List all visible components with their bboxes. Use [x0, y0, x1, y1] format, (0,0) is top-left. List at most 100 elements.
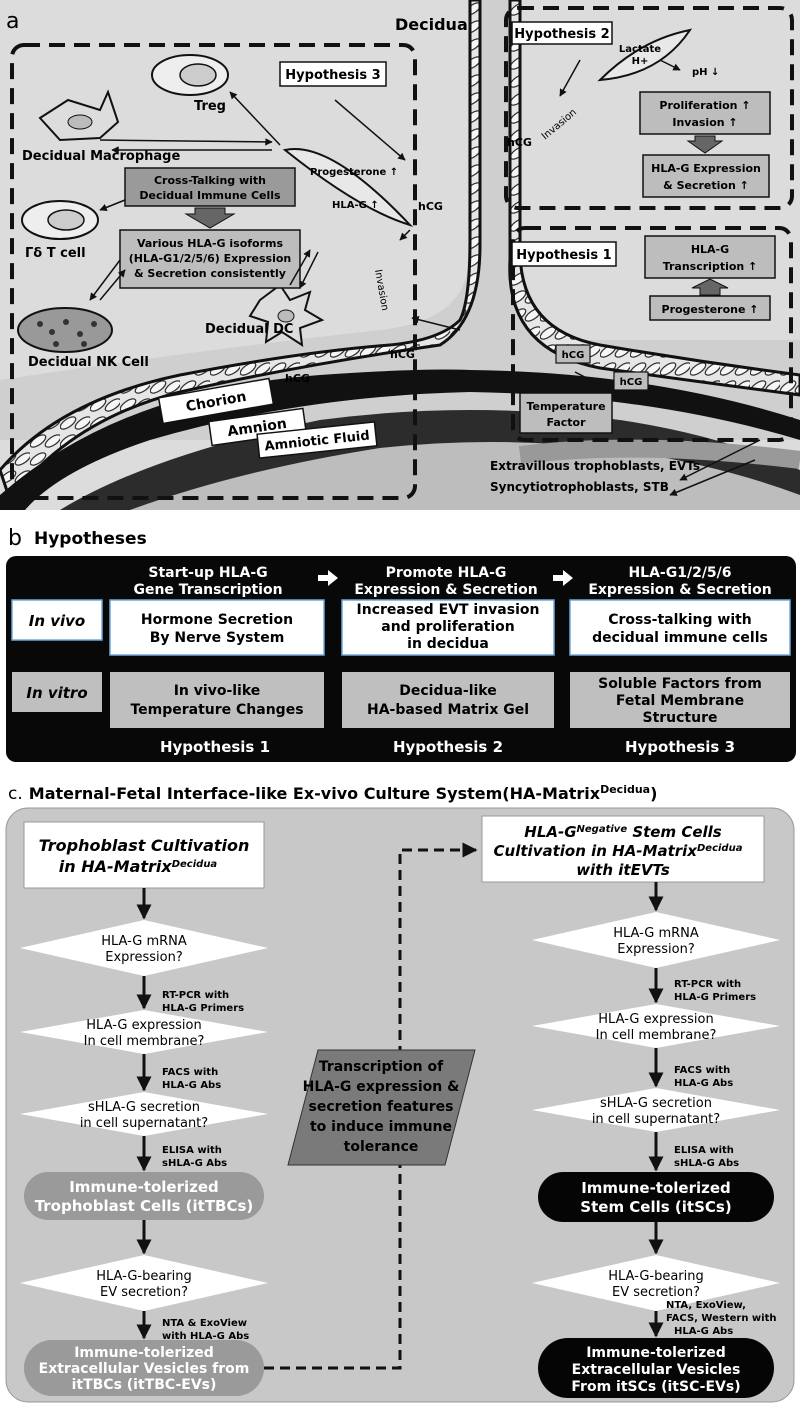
itTBC-EV-line-1: Immune-tolerized: [74, 1345, 214, 1361]
macrophage-cell: [38, 89, 120, 142]
right-m-nta-line-2: FACS, Western with: [666, 1313, 777, 1324]
temperature-line-1: Temperature: [526, 400, 605, 413]
right-q-membrane-line-1: HLA-G expression: [598, 1012, 713, 1027]
hyp2-label: Hypothesis 2: [514, 27, 609, 42]
stb-layer: [518, 439, 800, 469]
left-q-ev: [20, 1255, 268, 1311]
macrophage-label: Decidual Macrophage: [22, 149, 180, 164]
itTBC-box: [24, 1172, 264, 1220]
vitro-cell-3-line-1: Soluble Factors from: [598, 676, 762, 692]
gdt-label: Γδ T cell: [25, 246, 86, 261]
vivo-cell-1-line-2: By Nerve System: [150, 630, 285, 646]
lactate-cell: [597, 28, 693, 82]
vivo-cell-2: [341, 599, 555, 656]
left-q-membrane-line-1: HLA-G expression: [86, 1018, 201, 1033]
itTBC-EV-line-3: itTBCs (itTBC-EVs): [72, 1377, 217, 1393]
proliferation-line-1: Proliferation ↑: [659, 99, 750, 112]
hypothesis-1-region: [511, 226, 793, 442]
itSC-EV-box: [538, 1338, 774, 1398]
progesterone-label: Progesterone ↑: [662, 303, 759, 316]
decidua-label: Decidua: [395, 15, 468, 34]
hyp-label-3: Hypothesis 3: [625, 738, 735, 756]
itTBC-EV-line-2: Extracellular Vesicles from: [39, 1361, 250, 1377]
vivo-cell-1-line-1: Hormone Secretion: [141, 612, 293, 628]
left-m-nta-line-2: with HLA-G Abs: [162, 1331, 249, 1342]
left-q-ev-line-2: EV secretion?: [100, 1285, 188, 1300]
left-start-line-2-text: in HA-Matrix: [59, 857, 173, 876]
hlag-transcription-line-2: Transcription ↑: [663, 260, 758, 273]
itSC-EV-line-2: Extracellular Vesicles: [572, 1362, 741, 1378]
chorion-box: [157, 377, 275, 425]
vitro-cell-2-line-2: HA-based Matrix Gel: [367, 702, 529, 718]
panel-b: b Hypotheses Start-up HLA-G Gene Transcr…: [6, 526, 796, 762]
left-m-elisa-line-1: ELISA with: [162, 1145, 222, 1156]
lactate-line-2: H+: [632, 56, 649, 67]
hlag-expression-line-2: & Secretion ↑: [663, 179, 749, 192]
right-q-ev: [532, 1255, 780, 1311]
crosstalk-line-1: Cross-Talking with: [154, 174, 266, 187]
left-q-mrna-line-1: HLA-G mRNA: [101, 934, 187, 949]
right-q-ev-line-1: HLA-G-bearing: [608, 1269, 704, 1284]
left-start-sup: Decidua: [172, 859, 218, 870]
panel-b-letter: b: [8, 526, 22, 551]
left-q-membrane-line-2: In cell membrane?: [84, 1034, 205, 1049]
right-m-facs-line-2: HLA-G Abs: [674, 1078, 733, 1089]
in-vivo-label: In vivo: [29, 612, 85, 630]
vivo-cell-2-line-2: and proliferation: [381, 619, 514, 635]
left-q-membrane: [20, 1010, 268, 1054]
panel-c-title-end: ): [650, 784, 657, 803]
crosstalk-line-2: Decidual Immune Cells: [139, 189, 281, 202]
right-q-secretion-line-2: in cell supernatant?: [592, 1112, 720, 1127]
transcription-line-5: tolerance: [344, 1139, 419, 1155]
amniotic-cavity: [130, 441, 800, 510]
right-q-secretion: [532, 1088, 780, 1132]
evt-layer-right: [508, 0, 800, 397]
panel-a: a Decidua Hypothesis 3 Hypothesis 2 Hypo…: [0, 0, 800, 510]
right-start-1a: HLA-G: [524, 823, 576, 841]
vitro-cell-3-line-2: Fetal Membrane: [616, 693, 744, 709]
right-start-line-1: HLA-GNegative Stem Cells: [524, 823, 722, 841]
right-m-elisa-line-2: sHLA-G Abs: [674, 1158, 739, 1169]
hyp-label-1: Hypothesis 1: [160, 738, 270, 756]
hlag-expression-box: [642, 154, 770, 198]
left-q-secretion: [20, 1092, 268, 1136]
right-m-elisa-line-1: ELISA with: [674, 1145, 734, 1156]
hcg-label-3: hCG: [285, 372, 310, 385]
panel-c: c.Maternal-Fetal Interface-like Ex-vivo …: [5, 783, 795, 1403]
left-q-mrna: [20, 920, 268, 976]
left-start-line-2: in HA-MatrixDecidua: [59, 857, 218, 876]
left-m-nta-line-1: NTA & ExoView: [162, 1318, 247, 1329]
left-m-facs-line-2: HLA-G Abs: [162, 1080, 221, 1091]
vitro-cell-2-line-1: Decidua-like: [399, 683, 497, 699]
right-start-1b: Stem Cells: [627, 823, 722, 841]
vivo-cell-2-line-3: in decidua: [407, 636, 489, 652]
treg-label: Treg: [194, 99, 226, 114]
evt-label: Extravillous trophoblasts, EVTs: [490, 459, 700, 473]
panel-a-letter: a: [6, 9, 19, 34]
itTBC-EV-box: [24, 1340, 264, 1396]
right-q-secretion-line-1: sHLA-G secretion: [600, 1096, 712, 1111]
hyp1-up-arrow: [691, 278, 729, 296]
col-head-1-line-2: Gene Transcription: [133, 582, 282, 598]
hyp1-label: Hypothesis 1: [516, 248, 611, 263]
hypothesis-2-region: [504, 6, 794, 210]
right-m-rtpcr-line-1: RT-PCR with: [674, 979, 741, 990]
right-start-box: [481, 815, 765, 883]
vivo-cell-3-line-2: decidual immune cells: [592, 630, 768, 646]
transcription-line-3: secretion features: [309, 1099, 454, 1115]
hyp1-label-box: [511, 241, 617, 267]
vitro-cell-1-line-1: In vivo-like: [174, 683, 261, 699]
right-q-mrna-line-1: HLA-G mRNA: [613, 926, 699, 941]
progesterone-up-a: Progesterone ↑: [310, 167, 398, 178]
panel-c-title-sup: Decidua: [600, 783, 650, 796]
vitro-cell-3: [570, 672, 790, 728]
left-q-ev-line-1: HLA-G-bearing: [96, 1269, 192, 1284]
hcg-label-1: hCG: [418, 200, 443, 213]
vivo-cell-1: [109, 599, 325, 656]
itSC-box: [538, 1172, 774, 1222]
in-vitro-label-box: [12, 672, 102, 712]
vitro-cell-2: [342, 672, 554, 728]
hyp2-down-arrow: [686, 135, 724, 154]
dashed-connector: [264, 842, 478, 1370]
